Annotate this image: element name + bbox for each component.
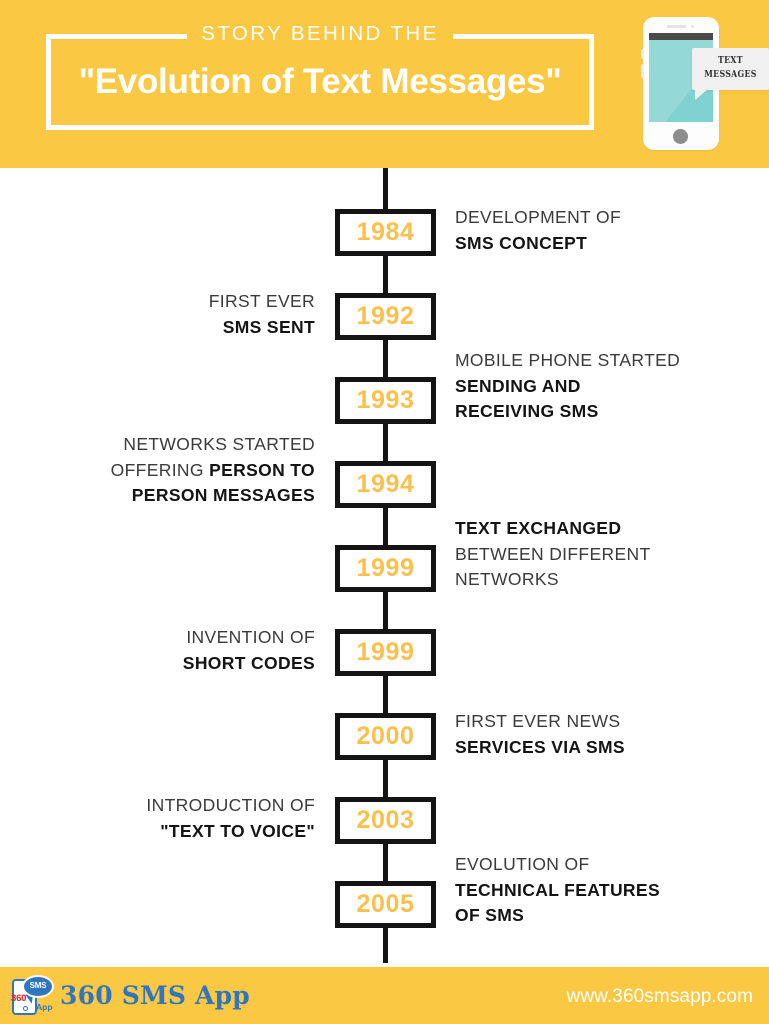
- timeline-entry: 1999 TEXT EXCHANGED BETWEEN DIFFERENT NETWO…: [0, 518, 769, 592]
- logo-sms-bubble-icon: SMS: [22, 975, 54, 998]
- entry-description: EVOLUTION OF TECHNICAL FEATURES OF SMS: [455, 852, 660, 929]
- year-box: 2003: [335, 797, 436, 844]
- year-label: 2005: [356, 890, 415, 918]
- timeline-entry: 2000 FIRST EVER NEWS SERVICES VIA SMS: [0, 711, 769, 760]
- website-url[interactable]: www.360smsapp.com: [566, 986, 753, 1007]
- speech-bubble-tail-icon: [695, 89, 708, 100]
- entry-description-line: SENDING AND: [455, 375, 581, 396]
- year-box: 1992: [335, 293, 436, 340]
- year-box: 1999: [335, 629, 436, 676]
- year-label: 1984: [356, 218, 415, 246]
- year-box: 1999: [335, 545, 436, 592]
- year-box: 1994: [335, 461, 436, 508]
- entry-description-line: RECEIVING SMS: [455, 401, 599, 421]
- entry-description-line: FIRST EVER: [208, 291, 315, 311]
- entry-description-line: MOBILE PHONE STARTED: [455, 350, 681, 370]
- brand-logo-icon: 360 SMS App: [10, 975, 54, 1017]
- timeline-entry: 1994 NETWORKS STARTED OFFERING PERSON TO PE…: [0, 434, 769, 508]
- phone-speaker-icon: [667, 25, 686, 28]
- timeline-entry: 1999 INVENTION OF SHORT CODES: [0, 627, 769, 676]
- logo-360-label: 360: [11, 993, 27, 1004]
- entry-description-line: FIRST EVER NEWS: [455, 711, 621, 731]
- entry-description-line: EVOLUTION OF: [455, 854, 590, 874]
- entry-description-line: SMS SENT: [222, 316, 315, 337]
- timeline-entry: 1984 DEVELOPMENT OF SMS CONCEPT: [0, 207, 769, 256]
- logo-app-label: App: [36, 1002, 53, 1012]
- entry-description: FIRST EVER NEWS SERVICES VIA SMS: [455, 709, 625, 760]
- entry-description-line: DEVELOPMENT OF: [455, 207, 621, 227]
- year-box: 2005: [335, 881, 436, 928]
- logo-phone-home-icon: [23, 1006, 28, 1011]
- entry-description-line: INVENTION OF: [186, 627, 315, 647]
- phone-side-button-upper: [641, 49, 644, 59]
- entry-description-line: PERSON MESSAGES: [131, 485, 315, 505]
- timeline-entry: 1993 MOBILE PHONE STARTED SENDING AND RECEI…: [0, 350, 769, 424]
- title-frame: STORY BEHIND THE "Evolution of Text Mess…: [46, 22, 594, 130]
- timeline-entry: 1992 FIRST EVER SMS SENT: [0, 291, 769, 340]
- year-label: 2003: [356, 806, 415, 834]
- year-label: 1994: [356, 470, 415, 498]
- timeline-entry: 2003 INTRODUCTION OF "TEXT TO VOICE": [0, 795, 769, 844]
- phone-side-button-lower: [641, 64, 644, 78]
- year-label: 1999: [356, 638, 415, 666]
- entry-description-line: INTRODUCTION OF: [146, 795, 315, 815]
- year-label: 1999: [356, 554, 415, 582]
- entry-description-line: SHORT CODES: [182, 652, 315, 673]
- entry-description-line: SERVICES VIA SMS: [455, 736, 625, 757]
- entry-description: MOBILE PHONE STARTED SENDING AND RECEIVING…: [455, 348, 680, 425]
- entry-description-line: TEXT EXCHANGED: [455, 518, 622, 538]
- entry-description-line: "TEXT TO VOICE": [160, 820, 315, 841]
- logo-sms-label: SMS: [29, 981, 47, 990]
- year-label: 1993: [356, 386, 415, 414]
- timeline-entry: 2005 EVOLUTION OF TECHNICAL FEATURES OF SMS: [0, 854, 769, 928]
- entry-description-line: NETWORKS: [455, 569, 559, 589]
- entry-description: FIRST EVER SMS SENT: [209, 289, 315, 340]
- speech-bubble-text: TEXT MESSAGES: [699, 54, 762, 82]
- entry-description: NETWORKS STARTED OFFERING PERSON TO PERSON…: [111, 432, 315, 509]
- entry-description-line: SMS CONCEPT: [455, 232, 588, 253]
- entry-description-line: TECHNICAL FEATURES: [455, 879, 660, 900]
- phone-camera-icon: [691, 25, 694, 28]
- entry-description-line: OFFERING PERSON TO: [110, 459, 315, 480]
- year-box: 1984: [335, 209, 436, 256]
- year-label: 1992: [356, 302, 415, 330]
- entry-description: INTRODUCTION OF "TEXT TO VOICE": [146, 793, 315, 844]
- header-banner: STORY BEHIND THE "Evolution of Text Mess…: [0, 0, 769, 168]
- page-title: "Evolution of Text Messages": [78, 62, 562, 101]
- header-eyebrow: STORY BEHIND THE: [187, 22, 453, 46]
- year-label: 2000: [356, 722, 415, 750]
- year-box: 2000: [335, 713, 436, 760]
- entry-description: TEXT EXCHANGED BETWEEN DIFFERENT NETWORKS: [455, 516, 651, 593]
- speech-bubble-line-2: MESSAGES: [704, 69, 757, 80]
- entry-description-line: OF SMS: [455, 905, 525, 925]
- entry-description: DEVELOPMENT OF SMS CONCEPT: [455, 205, 621, 256]
- entry-description: INVENTION OF SHORT CODES: [183, 625, 315, 676]
- year-box: 1993: [335, 377, 436, 424]
- footer-bar: 360 SMS App 360 SMS App www.360smsapp.co…: [0, 967, 769, 1024]
- phone-status-bar: [649, 33, 713, 40]
- entry-description-line: NETWORKS STARTED: [123, 434, 315, 454]
- brand-name[interactable]: 360 SMS App: [60, 981, 250, 1010]
- eyebrow-wrap: STORY BEHIND THE: [46, 22, 594, 46]
- entry-description-line: BETWEEN DIFFERENT: [455, 543, 651, 564]
- phone-home-button-icon: [673, 129, 688, 144]
- speech-bubble-line-1: TEXT: [718, 55, 743, 66]
- phone-illustration: TEXT MESSAGES: [641, 17, 769, 150]
- speech-bubble-icon: TEXT MESSAGES: [692, 48, 769, 100]
